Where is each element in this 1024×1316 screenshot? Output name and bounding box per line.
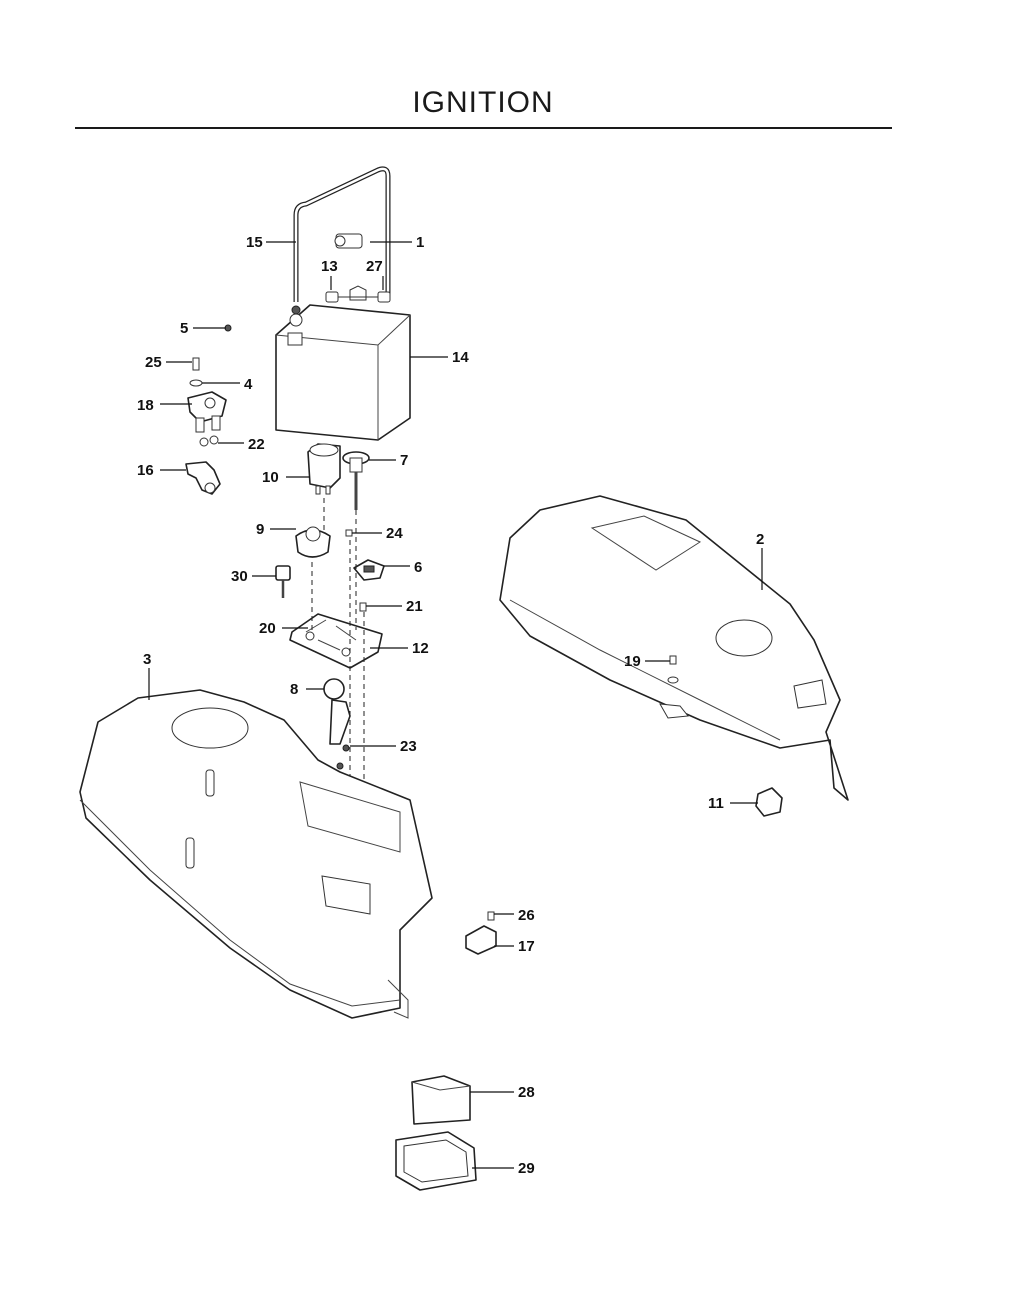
callout-18: 18 bbox=[137, 397, 154, 414]
callout-16: 16 bbox=[137, 462, 154, 479]
callout-4: 4 bbox=[244, 376, 253, 393]
cover bbox=[411, 1075, 471, 1125]
callout-17: 17 bbox=[518, 938, 535, 955]
solenoid-assembly bbox=[185, 357, 227, 495]
callout-6: 6 bbox=[414, 559, 422, 576]
ignition-key bbox=[275, 565, 291, 598]
callout-27: 27 bbox=[366, 258, 383, 275]
callout-15: 15 bbox=[246, 234, 263, 251]
key-switch-bezel bbox=[295, 526, 331, 558]
callout-5: 5 bbox=[180, 320, 188, 337]
callout-10: 10 bbox=[262, 469, 279, 486]
dash-plate bbox=[289, 613, 383, 669]
callout-22: 22 bbox=[248, 436, 265, 453]
switch-17 bbox=[465, 911, 497, 955]
screw bbox=[359, 602, 367, 612]
title-divider bbox=[75, 127, 892, 129]
callout-25: 25 bbox=[145, 354, 162, 371]
ignition-switch bbox=[307, 443, 341, 495]
callout-11: 11 bbox=[708, 795, 724, 812]
relay bbox=[755, 787, 783, 817]
throttle-knob bbox=[342, 451, 370, 510]
callout-8: 8 bbox=[290, 681, 298, 698]
callout-19: 19 bbox=[624, 653, 641, 670]
left-console bbox=[79, 689, 433, 1019]
screw-19 bbox=[667, 655, 679, 684]
callout-26: 26 bbox=[518, 907, 535, 924]
battery bbox=[275, 304, 411, 441]
callout-12: 12 bbox=[412, 640, 429, 657]
page-title: IGNITION bbox=[412, 86, 554, 119]
callout-2: 2 bbox=[756, 531, 764, 548]
callout-7: 7 bbox=[400, 452, 408, 469]
callout-3: 3 bbox=[143, 651, 151, 668]
callout-14: 14 bbox=[452, 349, 469, 366]
choke-lever bbox=[323, 678, 351, 770]
callout-30: 30 bbox=[231, 568, 248, 585]
pto-switch bbox=[353, 559, 385, 581]
callout-20: 20 bbox=[259, 620, 276, 637]
callout-21: 21 bbox=[406, 598, 423, 615]
right-console bbox=[499, 495, 849, 801]
screw bbox=[345, 529, 353, 537]
battery-terminal bbox=[325, 233, 391, 303]
callout-23: 23 bbox=[400, 738, 417, 755]
callout-24: 24 bbox=[386, 525, 403, 542]
battery-cable bbox=[293, 166, 391, 302]
callout-28: 28 bbox=[518, 1084, 535, 1101]
bezel-frame bbox=[395, 1131, 477, 1191]
leader-lines bbox=[148, 241, 763, 1169]
callout-13: 13 bbox=[321, 258, 338, 275]
callout-9: 9 bbox=[256, 521, 264, 538]
callout-29: 29 bbox=[518, 1160, 535, 1177]
callout-1: 1 bbox=[416, 234, 424, 251]
callout-labels: 1 2 3 4 5 6 7 8 9 10 11 12 13 14 15 16 1… bbox=[137, 234, 764, 1177]
